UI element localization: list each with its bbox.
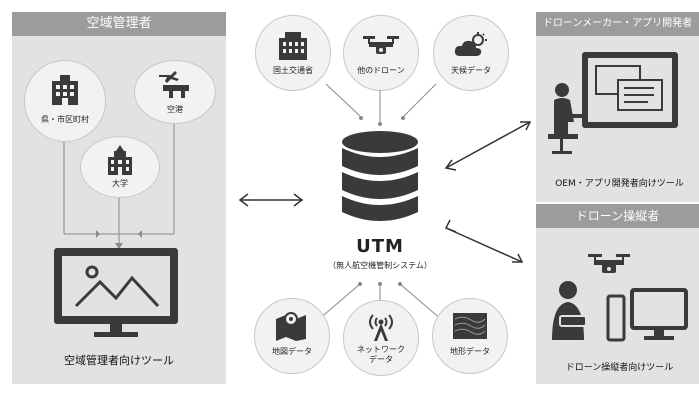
node-prefecture-label: 県・市区町村 (41, 115, 89, 124)
node-airport: 空港 (134, 60, 216, 124)
node-university-label: 大学 (112, 179, 128, 188)
node-weather-data: 天候データ (433, 15, 509, 91)
university-icon (108, 145, 132, 175)
node-other-drones: 他のドローン (343, 15, 419, 91)
database-icon (342, 131, 418, 221)
node-weather-data-label: 天候データ (451, 66, 491, 75)
airspace-manager-title: 空域管理者 (12, 12, 226, 36)
node-map-data: 地図データ (254, 298, 330, 374)
node-network-data-label: ネットワーク データ (357, 345, 405, 364)
drone-operator-title: ドローン操縦者 (536, 204, 699, 228)
node-terrain-data-label: 地形データ (450, 347, 490, 356)
node-prefecture-municipality: 県・市区町村 (24, 60, 106, 142)
airport-icon (159, 71, 189, 98)
map-icon (276, 312, 306, 341)
node-airport-label: 空港 (167, 105, 183, 114)
node-mlit: 国土交通省 (255, 15, 331, 91)
ministry-building-icon (279, 32, 307, 60)
utm-subtitle: （無人航空機管制システム） (328, 261, 432, 270)
node-map-data-label: 地図データ (272, 347, 312, 356)
node-terrain-data: 地形データ (432, 298, 508, 374)
drone-operator-tool-label: ドローン操縦者向けツール (565, 363, 674, 373)
node-other-drones-label: 他のドローン (357, 66, 405, 75)
monitor-icon (54, 248, 178, 337)
government-building-icon (52, 75, 78, 105)
terrain-icon (453, 313, 487, 339)
weather-icon (454, 32, 487, 56)
airspace-manager-tool-label: 空域管理者向けツール (64, 354, 174, 367)
oem-developer-tool-label: OEM・アプリ開発者向けツール (555, 179, 684, 189)
drone-operator-icon (552, 254, 688, 342)
drone-icon (363, 36, 399, 54)
node-network-data: ネットワーク データ (343, 300, 419, 376)
developer-at-desk-icon (548, 52, 678, 154)
antenna-icon (369, 314, 393, 341)
node-university: 大学 (80, 136, 160, 198)
oem-developer-title: ドローンメーカー・アプリ開発者 (536, 12, 699, 36)
utm-title: UTM (356, 236, 404, 257)
node-mlit-label: 国土交通省 (273, 66, 313, 75)
